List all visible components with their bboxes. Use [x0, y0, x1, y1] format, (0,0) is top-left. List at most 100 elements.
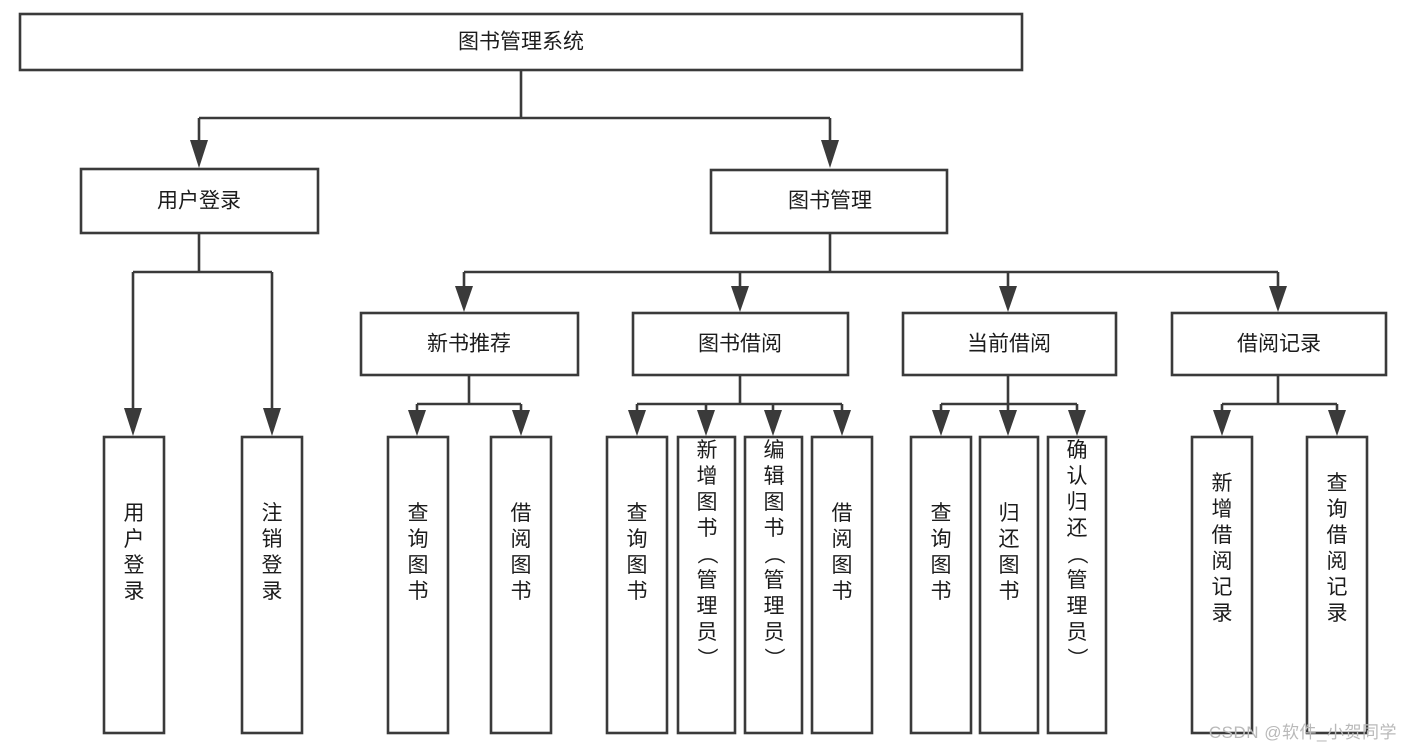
svg-text:查: 查	[1327, 472, 1348, 495]
svg-text:书: 书	[627, 580, 648, 603]
node-book-management-label: 图书管理	[788, 190, 872, 213]
svg-text:户: 户	[124, 528, 145, 551]
svg-text:查: 查	[627, 502, 648, 525]
node-current-borrow-label: 当前借阅	[967, 333, 1051, 356]
node-root[interactable]: 图书管理系统	[18, 12, 1024, 72]
node-leaf-user-login-label: 用户登录	[124, 502, 145, 603]
svg-text:书: 书	[764, 517, 785, 540]
node-borrow-record[interactable]: 借阅记录	[1170, 311, 1388, 377]
svg-text:图: 图	[832, 554, 853, 577]
node-user-login-label: 用户登录	[157, 190, 241, 213]
node-leaf-query-record-box	[1305, 435, 1369, 735]
svg-text:辑: 辑	[764, 465, 785, 488]
svg-text:图: 图	[408, 554, 429, 577]
arrowhead-leaf-user-login	[124, 408, 142, 436]
node-new-book-recommend[interactable]: 新书推荐	[359, 311, 580, 377]
svg-text:管: 管	[764, 569, 785, 592]
svg-text:阅: 阅	[1327, 550, 1348, 573]
svg-text:图: 图	[697, 491, 718, 514]
svg-text:书: 书	[511, 580, 532, 603]
svg-text:图: 图	[764, 491, 785, 514]
svg-text:编: 编	[764, 439, 785, 462]
svg-text:）: ）	[762, 648, 785, 669]
node-leaf-edit-book-box	[743, 435, 804, 735]
node-borrow-record-box	[1170, 311, 1388, 377]
svg-text:借: 借	[832, 502, 853, 525]
svg-text:书: 书	[931, 580, 952, 603]
svg-text:员: 员	[1067, 621, 1088, 644]
svg-text:新: 新	[697, 439, 718, 462]
svg-text:阅: 阅	[1212, 550, 1233, 573]
node-new-book-recommend-label: 新书推荐	[427, 333, 511, 356]
node-leaf-user-login[interactable]: 用户登录	[102, 435, 166, 735]
node-leaf-borrow-book-1-box	[489, 435, 553, 735]
arrowhead-book-borrow	[731, 286, 749, 312]
arrowhead-borrow-record	[1269, 286, 1287, 312]
svg-text:还: 还	[1067, 517, 1088, 540]
svg-text:借: 借	[1327, 524, 1348, 547]
arrowhead-leaf-query-book-1	[408, 410, 426, 436]
svg-text:归: 归	[1067, 491, 1088, 514]
node-user-login[interactable]: 用户登录	[79, 167, 320, 235]
node-book-management[interactable]: 图书管理	[709, 168, 949, 235]
svg-text:查: 查	[408, 502, 429, 525]
svg-text:询: 询	[408, 528, 429, 551]
svg-text:登: 登	[124, 554, 145, 577]
svg-text:录: 录	[124, 580, 145, 603]
arrowhead-leaf-logout-login	[263, 408, 281, 436]
svg-text:阅: 阅	[511, 528, 532, 551]
arrowhead-leaf-query-book-3	[932, 410, 950, 436]
arrowhead-leaf-borrow-book-2	[833, 410, 851, 436]
svg-text:（: （	[1065, 544, 1088, 565]
node-book-management-box	[709, 168, 949, 235]
node-leaf-borrow-book-2-box	[810, 435, 874, 735]
node-new-book-recommend-box	[359, 311, 580, 377]
svg-text:认: 认	[1067, 465, 1088, 488]
svg-text:书: 书	[697, 517, 718, 540]
node-book-borrow-label: 图书借阅	[698, 333, 782, 356]
arrowhead-leaf-confirm-return	[1068, 410, 1086, 436]
arrowhead-leaf-return-book	[999, 410, 1017, 436]
node-leaf-query-book-1-box	[386, 435, 450, 735]
svg-text:查: 查	[931, 502, 952, 525]
svg-text:员: 员	[697, 621, 718, 644]
node-leaf-user-login-box	[102, 435, 166, 735]
svg-text:管: 管	[697, 569, 718, 592]
csdn-watermark: CSDN @软件_小贺同学	[1208, 723, 1397, 742]
svg-text:图: 图	[627, 554, 648, 577]
svg-text:录: 录	[1327, 602, 1348, 625]
svg-text:）: ）	[695, 648, 718, 669]
arrowhead-leaf-edit-book	[764, 410, 782, 436]
node-book-borrow[interactable]: 图书借阅	[631, 311, 850, 377]
node-user-login-box	[79, 167, 320, 235]
svg-text:归: 归	[999, 502, 1020, 525]
svg-text:图: 图	[931, 554, 952, 577]
svg-text:书: 书	[999, 580, 1020, 603]
svg-text:注: 注	[262, 502, 283, 525]
arrowhead-new-book-recommend	[455, 286, 473, 312]
node-current-borrow[interactable]: 当前借阅	[901, 311, 1118, 377]
arrowhead-user-login	[190, 140, 208, 168]
